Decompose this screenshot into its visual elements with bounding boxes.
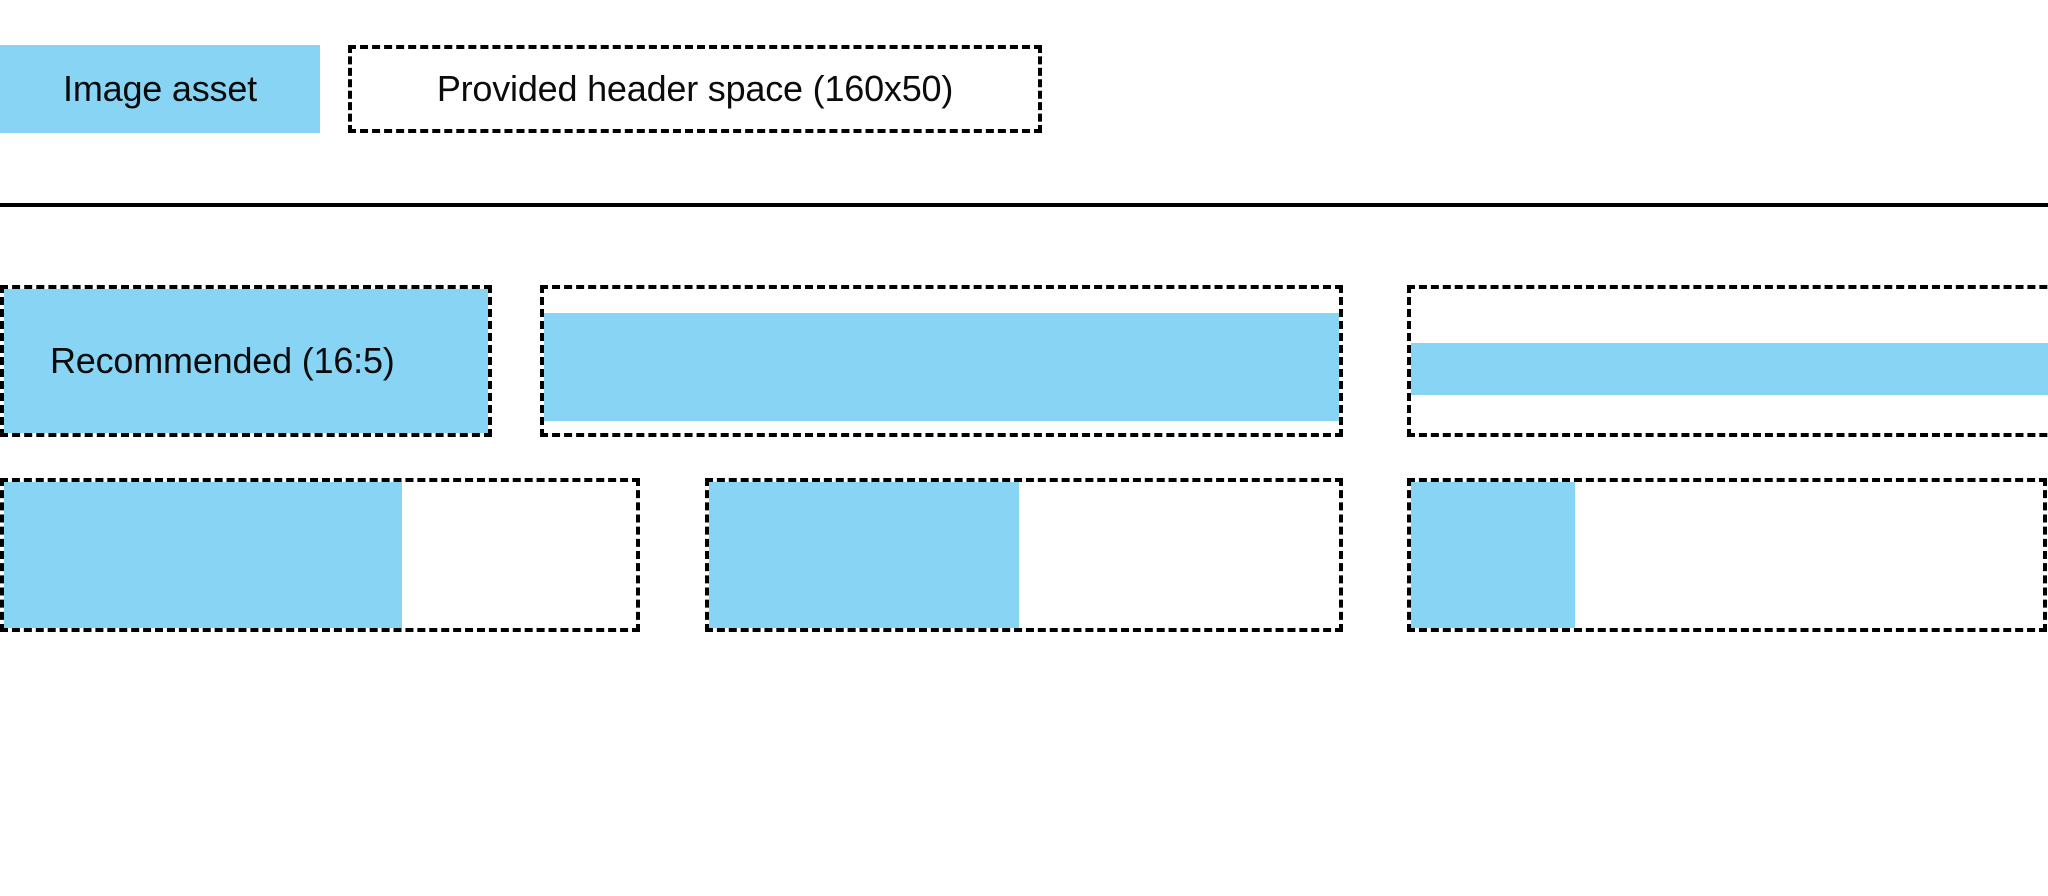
ratio-caption-recommended: Recommended (16:5) [50, 340, 395, 381]
ratio-box-pillarboxed-medium [705, 478, 1343, 632]
ratio-box-pillarboxed-narrow [1407, 478, 2047, 632]
section-divider [0, 203, 2048, 207]
provided-header-space-label: Provided header space (160x50) [436, 68, 954, 109]
provided-header-space-box: Provided header space (160x50) [348, 45, 1042, 133]
ratio-box-pillarboxed-wide [0, 478, 640, 632]
ratio-box-letterboxed-thin [1407, 285, 2048, 437]
image-asset-swatch: Image asset [0, 45, 320, 133]
ratio-fill-pillarboxed-narrow [1411, 482, 1575, 628]
ratio-fill-letterboxed-medium [544, 313, 1339, 421]
ratio-box-recommended: Recommended (16:5) [0, 285, 492, 437]
ratio-fill-letterboxed-thin [1411, 343, 2048, 395]
header-legend-row: Image asset Provided header space (160x5… [0, 45, 2048, 133]
ratio-fill-recommended [4, 289, 488, 433]
ratio-box-letterboxed-medium [540, 285, 1343, 437]
image-asset-label: Image asset [63, 68, 257, 109]
ratio-fill-pillarboxed-medium [709, 482, 1019, 628]
ratio-fill-pillarboxed-wide [4, 482, 402, 628]
